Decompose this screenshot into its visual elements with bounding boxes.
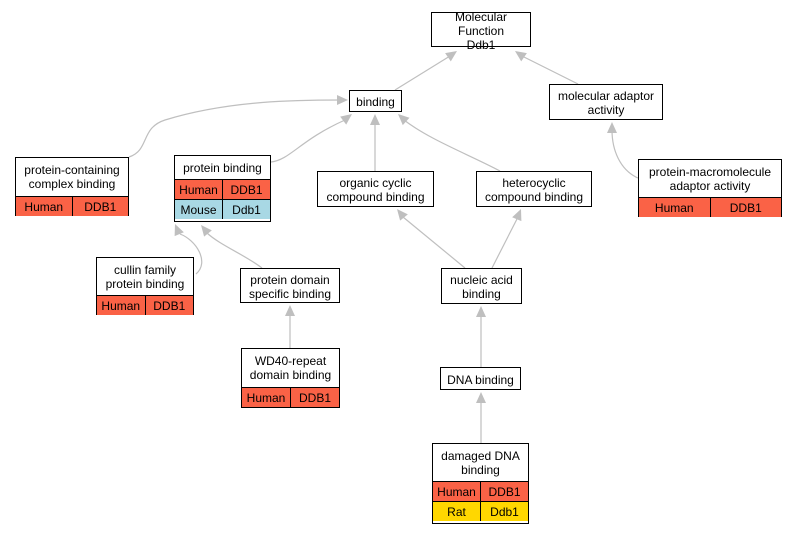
- species-row-mouse: Mouse Ddb1: [175, 199, 270, 219]
- arrowhead-icon: [397, 209, 408, 221]
- arrowhead-icon: [201, 225, 212, 237]
- species-name: Human: [97, 296, 145, 315]
- node-binding[interactable]: binding: [349, 90, 402, 112]
- arrowhead-icon: [285, 305, 295, 316]
- species-name: Rat: [433, 502, 480, 521]
- species-row-human: Human DDB1: [97, 295, 193, 315]
- arrowhead-icon: [174, 224, 184, 237]
- species-row-human: Human DDB1: [639, 197, 781, 217]
- arrowhead-icon: [370, 114, 380, 125]
- arrowhead-icon: [515, 51, 527, 62]
- edge-hcb-to-binding: [403, 119, 501, 172]
- node-label: binding: [356, 95, 395, 109]
- edge-nab-to-hcb: [491, 216, 519, 269]
- species-row-human: Human DDB1: [242, 387, 339, 407]
- gene-name: DDB1: [71, 197, 128, 216]
- gene-name: DDB1: [222, 180, 270, 199]
- edge-pmaa-to-adaptor: [611, 129, 639, 179]
- edge-pb-to-binding: [270, 119, 346, 163]
- edge-pcb-to-binding: [128, 99, 343, 158]
- arrowhead-icon: [476, 306, 486, 317]
- arrowhead-icon: [337, 95, 348, 105]
- species-row-rat: Rat Ddb1: [433, 501, 528, 521]
- species-row-human: Human DDB1: [175, 179, 270, 199]
- arrowhead-icon: [476, 392, 486, 403]
- node-protein-binding[interactable]: protein binding Human DDB1 Mouse Ddb1: [174, 155, 271, 222]
- arrowhead-icon: [445, 51, 457, 62]
- species-name: Human: [242, 388, 290, 407]
- node-dna-binding[interactable]: DNA binding: [440, 367, 521, 390]
- edge-pdsb-to-pb: [206, 232, 263, 269]
- gene-name: Ddb1: [480, 502, 528, 521]
- arrowhead-icon: [607, 122, 617, 133]
- edge-binding-to-mf: [394, 55, 451, 91]
- species-name: Human: [16, 197, 72, 216]
- edge-adaptor-to-mf: [521, 55, 579, 85]
- gene-name: DDB1: [144, 296, 193, 315]
- species-name: Mouse: [175, 200, 222, 219]
- species-row-human: Human DDB1: [433, 481, 528, 501]
- gene-name: DDB1: [480, 482, 528, 501]
- species-name: Human: [175, 180, 222, 199]
- gene-name: Ddb1: [222, 200, 270, 219]
- arrowhead-icon: [340, 114, 352, 125]
- arrowhead-icon: [512, 209, 522, 222]
- species-name: Human: [433, 482, 480, 501]
- gene-name: DDB1: [290, 388, 339, 407]
- arrowhead-icon: [398, 114, 410, 126]
- species-name: Human: [639, 198, 710, 217]
- species-row-human: Human DDB1: [16, 196, 128, 216]
- edge-cullin-to-pb: [179, 233, 203, 275]
- gene-name: DDB1: [709, 198, 781, 217]
- edge-nab-to-ocb: [402, 216, 466, 269]
- node-label: DNA binding: [447, 372, 514, 387]
- node-label: protein binding: [183, 160, 262, 175]
